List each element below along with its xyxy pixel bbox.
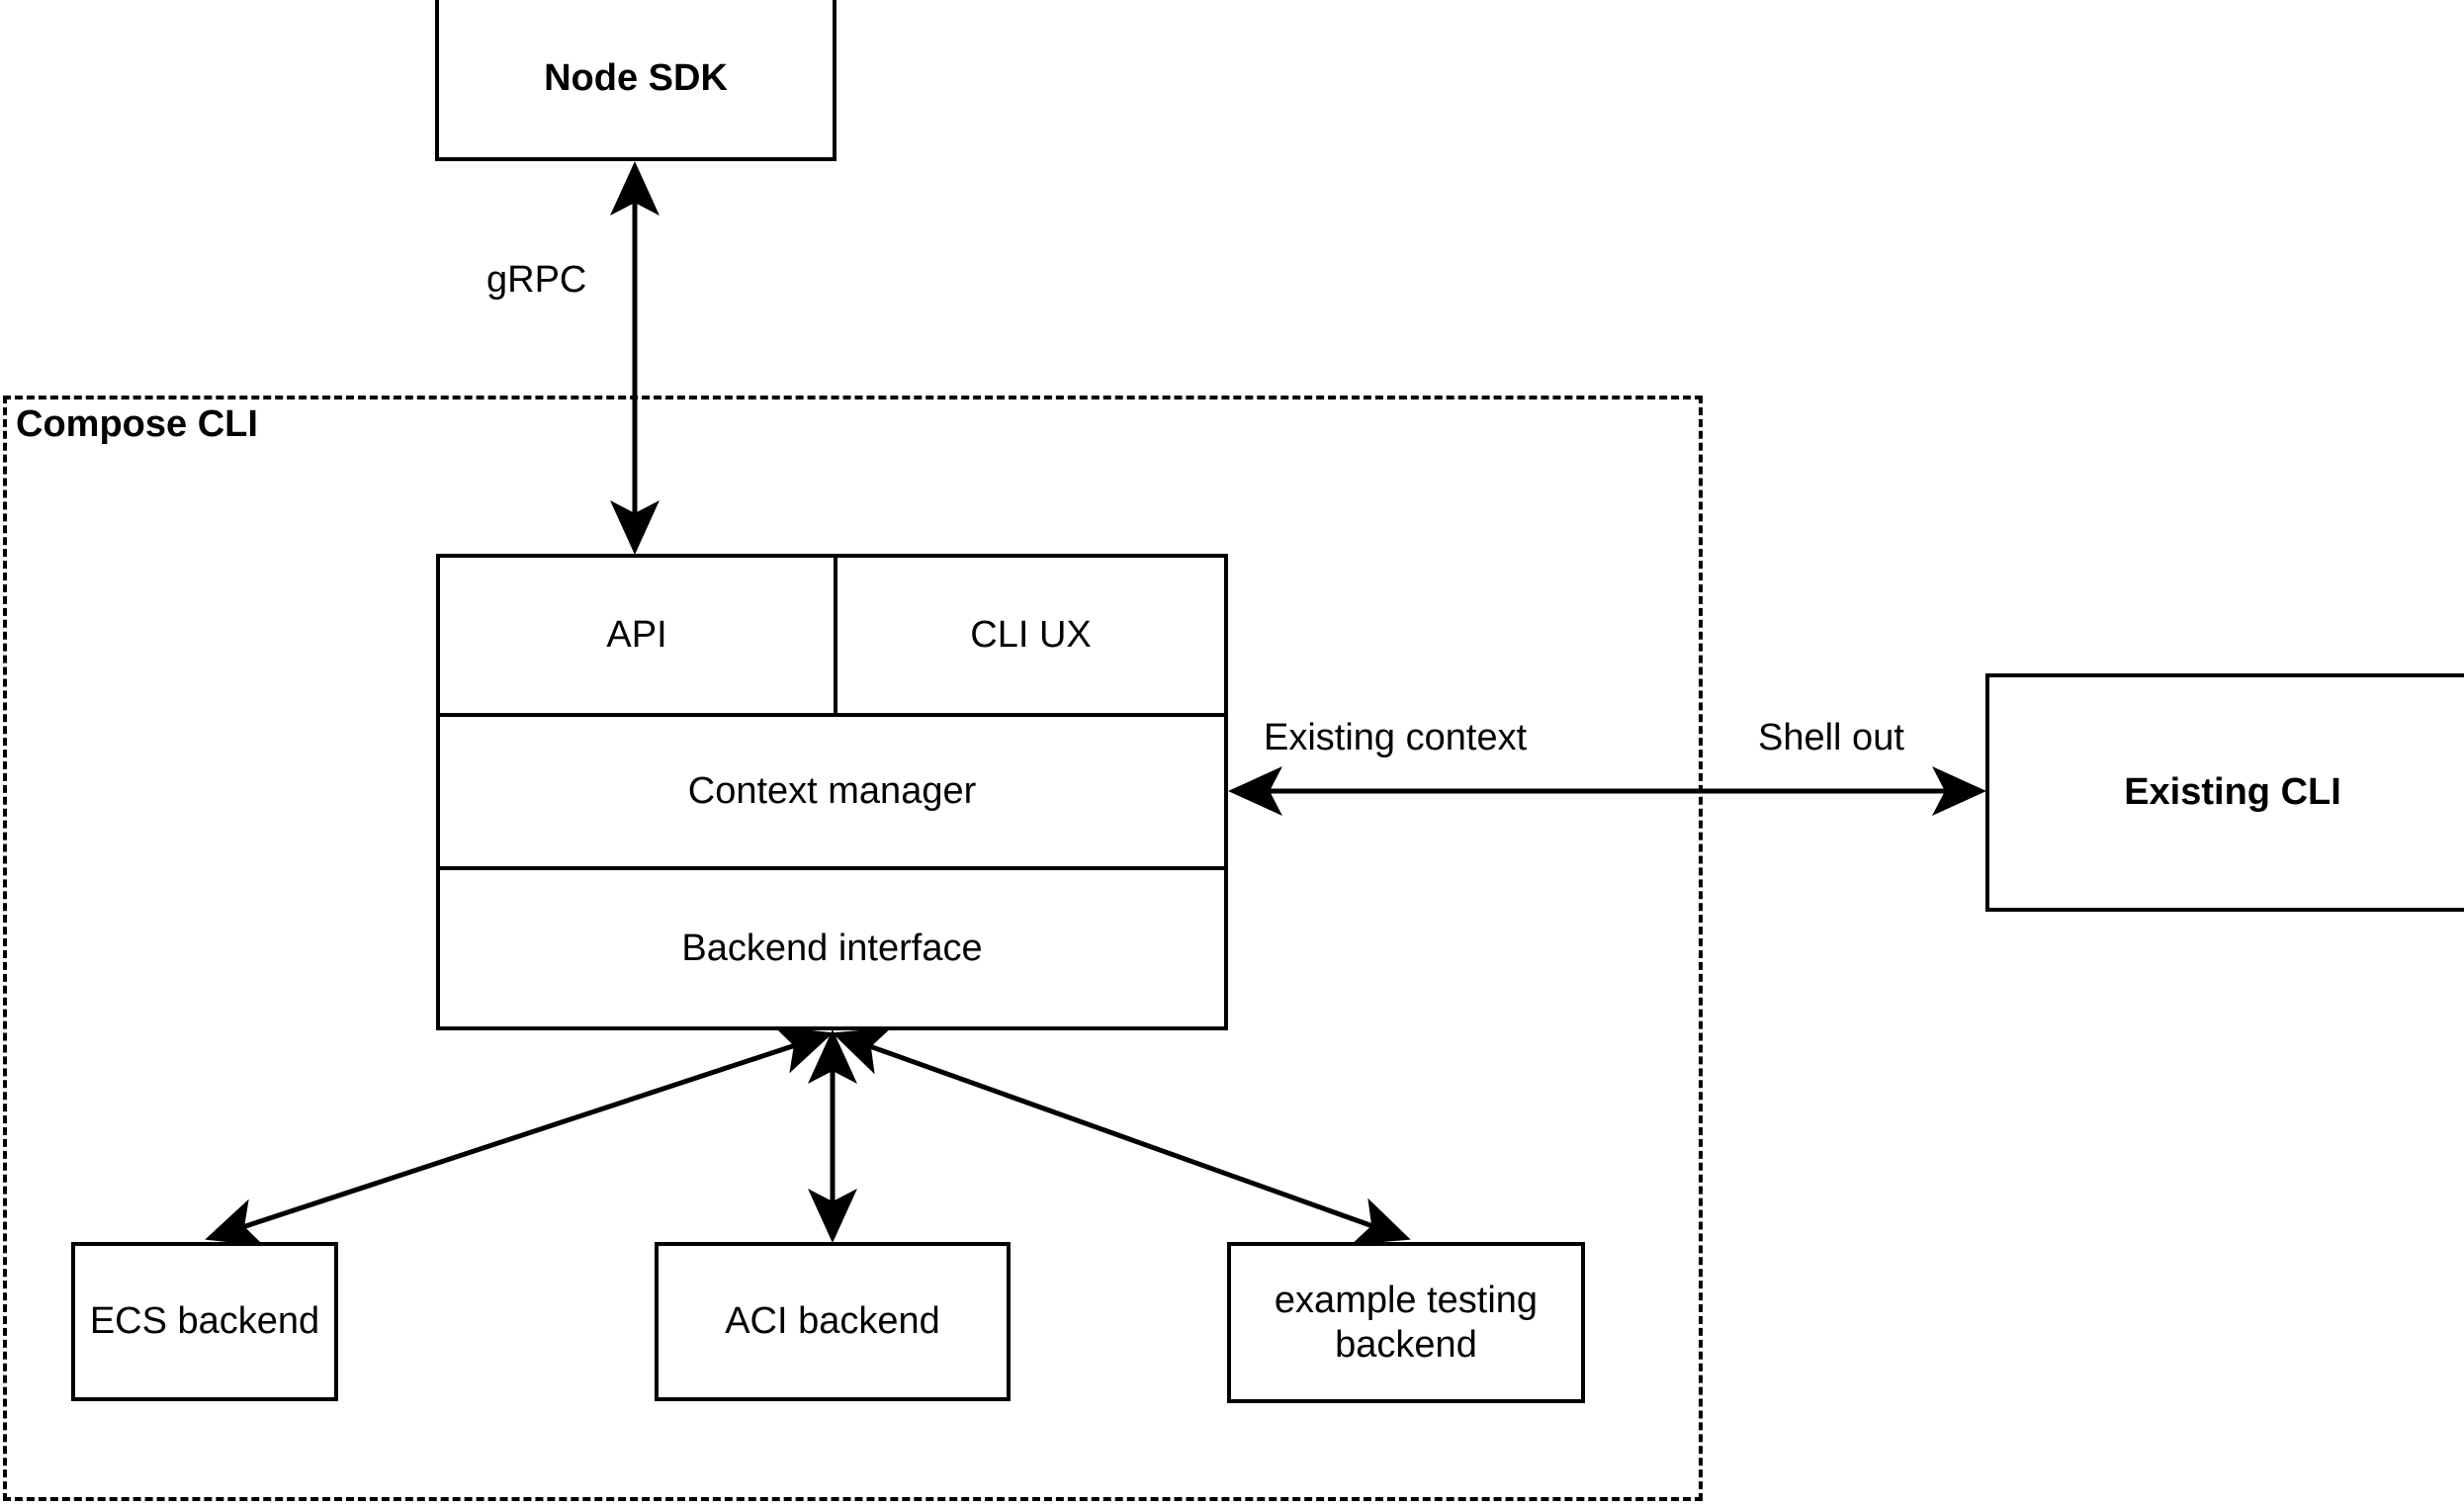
cell-cli-ux[interactable]: CLI UX xyxy=(837,558,1224,713)
backend-interface-label: Backend interface xyxy=(681,927,983,969)
edge-label-grpc: gRPC xyxy=(486,259,587,301)
stack-row-api-cliux: API CLI UX xyxy=(440,558,1224,717)
existing-cli-label: Existing CLI xyxy=(2124,771,2341,814)
edge-label-existing-context: Existing context xyxy=(1264,717,1528,758)
edge-label-shell-out: Shell out xyxy=(1758,717,1904,758)
cli-ux-label: CLI UX xyxy=(970,614,1092,656)
cell-backend-interface[interactable]: Backend interface xyxy=(440,870,1224,1026)
ecs-backend-box[interactable]: ECS backend xyxy=(71,1242,338,1401)
existing-cli-box[interactable]: Existing CLI xyxy=(1985,673,2464,912)
compose-cli-boundary xyxy=(3,396,1703,1501)
ecs-backend-label: ECS backend xyxy=(89,1300,320,1343)
compose-cli-core-stack: API CLI UX Context manager Backend inter… xyxy=(436,554,1228,1030)
aci-backend-label: ACI backend xyxy=(725,1300,940,1343)
aci-backend-box[interactable]: ACI backend xyxy=(655,1242,1011,1401)
cell-context-manager[interactable]: Context manager xyxy=(440,717,1224,870)
api-label: API xyxy=(606,614,667,656)
compose-cli-label: Compose CLI xyxy=(16,403,258,445)
node-sdk-label: Node SDK xyxy=(544,57,728,100)
connector-backend-example xyxy=(832,1027,1411,1245)
connector-backend-ecs xyxy=(205,1025,834,1247)
node-sdk-box[interactable]: Node SDK xyxy=(435,0,836,161)
context-manager-label: Context manager xyxy=(687,770,977,812)
cell-api[interactable]: API xyxy=(440,558,837,713)
example-testing-backend-label: example testing backend xyxy=(1274,1279,1539,1366)
example-testing-backend-box[interactable]: example testing backend xyxy=(1227,1242,1585,1403)
